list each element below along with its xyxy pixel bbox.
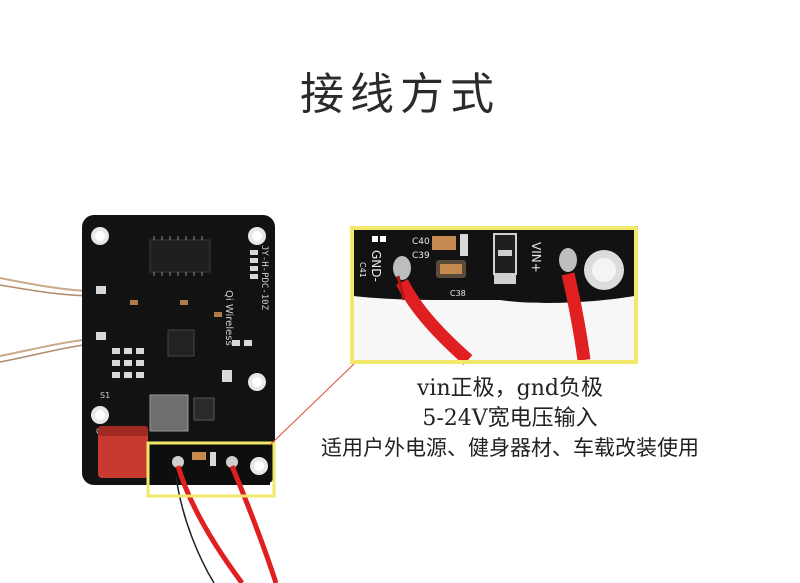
gnd-label: GND- — [369, 250, 383, 282]
zoom-inset: GND- VIN+ C40 C39 C41 C38 — [350, 226, 638, 365]
board-s1-label: S1 — [100, 391, 110, 400]
caption-polarity: vin正极，gnd负极 — [417, 376, 603, 401]
c39-label: C39 — [412, 251, 430, 261]
pcb-board: JY-H-PDC-10Z Qi Wireless S1 C7 — [82, 215, 275, 485]
c41-label: C41 — [358, 262, 367, 278]
terminal-highlight-box — [146, 441, 276, 498]
page-title: 接线方式 — [300, 69, 500, 120]
vin-label: VIN+ — [529, 242, 543, 273]
board-wireless-label: Qi Wireless — [223, 290, 234, 346]
red-capacitor — [98, 426, 148, 478]
caption-usage: 适用户外电源、健身器材、车载改装使用 — [321, 436, 699, 460]
c38-label: C38 — [450, 289, 466, 298]
c40-label: C40 — [412, 237, 430, 247]
board-model-label: JY-H-PDC-10Z — [259, 245, 269, 311]
callout-line — [269, 361, 357, 446]
caption-voltage: 5-24V宽电压输入 — [422, 406, 598, 431]
zoom-highlight-border — [350, 226, 638, 364]
